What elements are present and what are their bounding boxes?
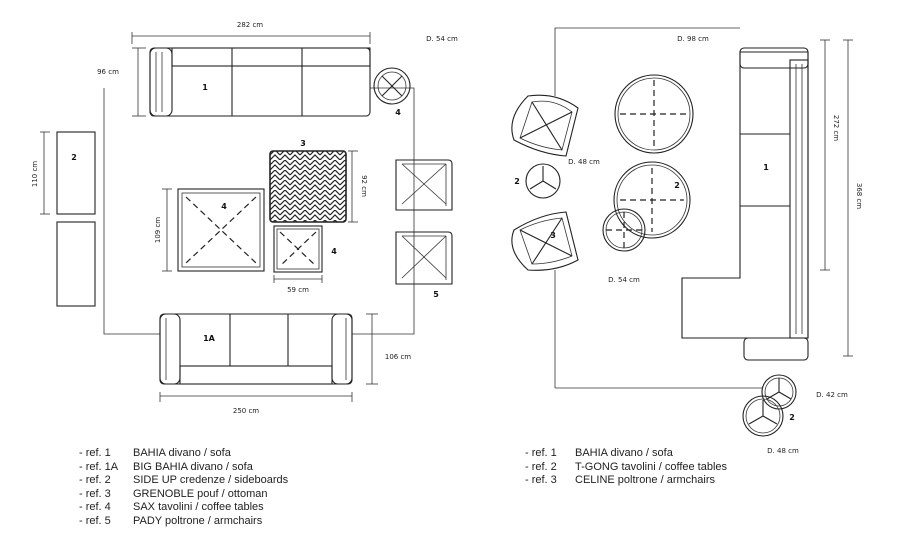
legend-item: - ref. 2 SIDE UP credenze / sideboards xyxy=(79,474,288,488)
legend-item: - ref. 4 SAX tavolini / coffee tables xyxy=(79,501,288,515)
label-272cm: 272 cm xyxy=(832,115,840,141)
dimension-282: 282 cm xyxy=(131,21,371,44)
ref-label-table-round: 4 xyxy=(395,108,401,117)
room-outline-r xyxy=(554,27,740,96)
legend-text: GRENOBLE pouf / ottoman xyxy=(133,487,268,500)
legend-ref: - ref. 1 xyxy=(79,447,111,459)
legend-right: - ref. 1 BAHIA divano / sofa - ref. 2 T-GO… xyxy=(525,447,727,488)
legend-ref: - ref. 1 xyxy=(525,447,557,459)
sofa-1-corner: 1 xyxy=(681,47,809,361)
sofa-1: 1 xyxy=(149,47,371,117)
armchair-3-upper xyxy=(511,94,579,157)
label-d54cm: D. 54 cm xyxy=(426,35,458,43)
legend-item: - ref. 5 PADY poltrone / armchairs xyxy=(79,515,288,529)
ref-label-table-bottom: 2 xyxy=(789,413,795,422)
label-d48cm-left: D. 48 cm xyxy=(568,158,600,166)
coffee-table-large-4: 4 109 cm xyxy=(154,188,265,272)
legend-text: CELINE poltrone / armchairs xyxy=(575,474,715,486)
table-d54: D. 54 cm xyxy=(602,208,646,284)
sideboards-2: 2 110 cm xyxy=(31,131,96,307)
ref-label-sofa-1: 1 xyxy=(202,83,208,92)
legend-left: - ref. 1 BAHIA divano / sofa - ref. 1A BIG… xyxy=(79,447,288,528)
ref-label-ottoman: 3 xyxy=(300,139,306,148)
big-sofa-1A: 1A 250 cm 106 cm xyxy=(159,313,411,415)
legend-item: - ref. 1 BAHIA divano / sofa xyxy=(525,447,727,461)
legend-ref: - ref. 2 xyxy=(525,460,557,473)
armchair-5-upper xyxy=(395,159,453,211)
table-d48-left: D. 48 cm 2 xyxy=(514,158,600,199)
ref-label-table-large: 4 xyxy=(221,202,227,211)
ref-label-armchair-r: 3 xyxy=(550,231,556,240)
ref-label-table-group: 2 xyxy=(674,181,680,190)
legend-ref: - ref. 1A xyxy=(79,460,119,473)
legend-text: BAHIA divano / sofa xyxy=(133,447,231,459)
label-110cm: 110 cm xyxy=(31,161,39,187)
label-59cm: 59 cm xyxy=(287,286,309,294)
legend-text: T-GONG tavolini / coffee tables xyxy=(575,460,728,473)
table-d98: D. 98 cm xyxy=(614,35,709,154)
label-250cm: 250 cm xyxy=(233,407,259,415)
room-outline-right xyxy=(352,87,415,335)
legend-text: SAX tavolini / coffee tables xyxy=(133,501,264,513)
legend-ref: - ref. 3 xyxy=(79,487,111,500)
legend-item: - ref. 3 CELINE poltrone / armchairs xyxy=(525,474,727,488)
ref-label-sofa-r: 1 xyxy=(763,163,769,172)
room-outline xyxy=(103,88,160,335)
label-d42cm: D. 42 cm xyxy=(816,391,848,399)
legend-ref: - ref. 3 xyxy=(525,474,557,486)
table-medium: 2 xyxy=(613,161,691,239)
legend-text: BIG BAHIA divano / sofa xyxy=(133,460,253,473)
label-d98cm: D. 98 cm xyxy=(677,35,709,43)
legend-text: SIDE UP credenze / sideboards xyxy=(133,474,289,486)
legend-ref: - ref. 4 xyxy=(79,501,111,513)
legend-ref: - ref. 5 xyxy=(79,514,111,527)
label-282cm: 282 cm xyxy=(237,21,263,29)
right-floor-plan: 3 D. 48 cm 2 D. 98 cm 2 xyxy=(511,27,863,455)
legend-item: - ref. 1A BIG BAHIA divano / sofa xyxy=(79,461,288,475)
label-106cm: 106 cm xyxy=(385,353,411,361)
dimension-272: 272 cm xyxy=(820,39,840,271)
ref-label-sideboard: 2 xyxy=(71,153,77,162)
armchair-5-lower: 5 xyxy=(395,231,453,299)
legend-item: - ref. 1 BAHIA divano / sofa xyxy=(79,447,288,461)
label-109cm: 109 cm xyxy=(154,217,162,243)
dimension-368: 368 cm xyxy=(843,39,863,357)
left-floor-plan: 282 cm 1 96 cm D. 54 cm 4 xyxy=(31,21,458,415)
ottoman-3: 3 92 cm xyxy=(269,139,368,223)
table-d42: D. 42 cm xyxy=(761,374,848,410)
label-d54cm-r: D. 54 cm xyxy=(608,276,640,284)
legend-text: PADY poltrone / armchairs xyxy=(133,514,263,527)
round-table-54: D. 54 cm 4 xyxy=(373,35,458,117)
label-92cm: 92 cm xyxy=(360,175,368,197)
label-96cm: 96 cm xyxy=(97,68,119,76)
legend-text: BAHIA divano / sofa xyxy=(575,447,673,459)
legend-item: - ref. 2 T-GONG tavolini / coffee tables xyxy=(525,461,727,475)
table-d48-bottom: 2 D. 48 cm xyxy=(742,395,799,455)
label-d48cm-bottom: D. 48 cm xyxy=(767,447,799,455)
ref-label-table-small: 4 xyxy=(331,247,337,256)
ref-label-armchair: 5 xyxy=(433,290,439,299)
legend-item: - ref. 3 GRENOBLE pouf / ottoman xyxy=(79,488,288,502)
armchair-3-lower: 3 xyxy=(511,211,579,271)
label-368cm: 368 cm xyxy=(855,183,863,209)
coffee-table-small-4: 4 59 cm xyxy=(273,225,337,294)
ref-label-big-sofa: 1A xyxy=(203,334,216,343)
legend-ref: - ref. 2 xyxy=(79,474,111,486)
dimension-96: 96 cm xyxy=(97,47,146,117)
ref-label-table-left: 2 xyxy=(514,177,520,186)
